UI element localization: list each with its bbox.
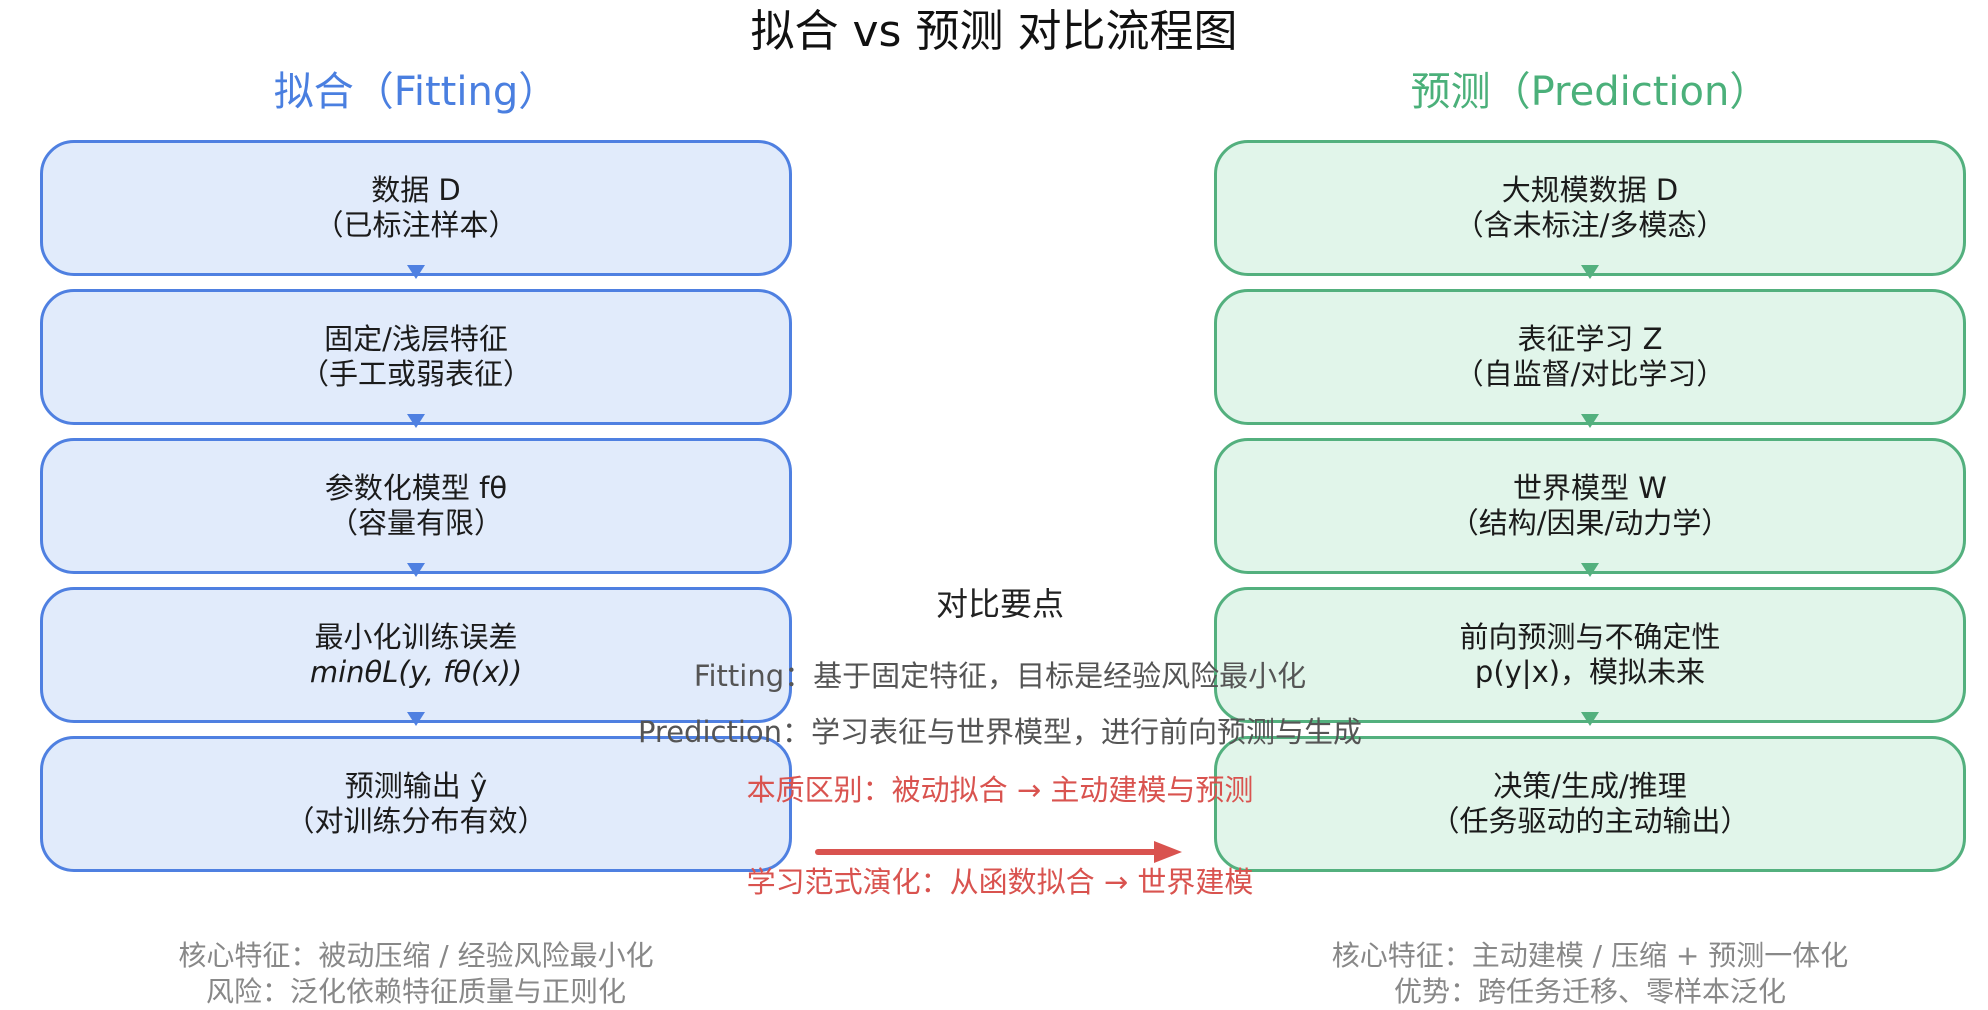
- prediction-core-feature: 核心特征：主动建模 / 压缩 + 预测一体化: [1331, 939, 1849, 972]
- step-title: 固定/浅层特征: [324, 322, 508, 356]
- fitting-arrow-2: [407, 414, 425, 428]
- step-subtitle: （手工或弱表征）: [299, 357, 532, 391]
- prediction-step-world-model: 世界模型 W （结构/因果/动力学）: [1214, 438, 1966, 574]
- step-subtitle: （任务驱动的主动输出）: [1430, 804, 1750, 838]
- step-title: 决策/生成/推理: [1493, 769, 1687, 803]
- step-subtitle: （容量有限）: [328, 506, 503, 540]
- fitting-step-model: 参数化模型 fθ （容量有限）: [40, 438, 792, 574]
- prediction-footer: 核心特征：主动建模 / 压缩 + 预测一体化 优势：跨任务迁移、零样本泛化: [1214, 938, 1966, 1010]
- step-title: 数据 D: [371, 173, 461, 207]
- step-subtitle: （结构/因果/动力学）: [1449, 506, 1731, 540]
- prediction-step-data: 大规模数据 D （含未标注/多模态）: [1214, 140, 1966, 276]
- step-title: 表征学习 Z: [1517, 322, 1663, 356]
- fitting-risk: 风险：泛化依赖特征质量与正则化: [205, 975, 626, 1008]
- prediction-arrow-1: [1581, 265, 1599, 279]
- fitting-core-feature: 核心特征：被动压缩 / 经验风险最小化: [178, 939, 654, 972]
- step-title: 预测输出 ŷ: [344, 769, 488, 803]
- comparison-essential-difference: 本质区别：被动拟合 → 主动建模与预测: [746, 773, 1254, 807]
- page-title: 拟合 vs 预测 对比流程图: [750, 6, 1238, 57]
- prediction-advantage: 优势：跨任务迁移、零样本泛化: [1393, 975, 1786, 1008]
- fitting-arrow-3: [407, 563, 425, 577]
- step-title: 大规模数据 D: [1501, 173, 1679, 207]
- fitting-footer: 核心特征：被动压缩 / 经验风险最小化 风险：泛化依赖特征质量与正则化: [40, 938, 792, 1010]
- step-title: 前向预测与不确定性: [1459, 620, 1721, 654]
- prediction-step-forward: 前向预测与不确定性 p(y|x)，模拟未来: [1214, 587, 1966, 723]
- fitting-heading: 拟合（Fitting）: [273, 69, 559, 115]
- comparison-fitting-point: Fitting：基于固定特征，目标是经验风险最小化: [693, 659, 1307, 693]
- prediction-step-decision: 决策/生成/推理 （任务驱动的主动输出）: [1214, 736, 1966, 872]
- comparison-heading: 对比要点: [935, 585, 1064, 623]
- prediction-step-representation: 表征学习 Z （自监督/对比学习）: [1214, 289, 1966, 425]
- step-subtitle: （含未标注/多模态）: [1454, 208, 1726, 242]
- step-subtitle: （自监督/对比学习）: [1454, 357, 1726, 391]
- step-subtitle: （对训练分布有效）: [285, 804, 547, 838]
- fitting-arrow-4: [407, 712, 425, 726]
- fitting-arrow-1: [407, 265, 425, 279]
- step-formula: minθL(y, fθ(x)): [309, 655, 523, 689]
- paradigm-shift-arrow: [815, 841, 1182, 863]
- step-subtitle: （已标注样本）: [314, 208, 518, 242]
- step-title: 世界模型 W: [1513, 471, 1667, 505]
- prediction-arrow-3: [1581, 563, 1599, 577]
- fitting-step-features: 固定/浅层特征 （手工或弱表征）: [40, 289, 792, 425]
- comparison-prediction-point: Prediction：学习表征与世界模型，进行前向预测与生成: [637, 715, 1363, 749]
- fitting-step-data: 数据 D （已标注样本）: [40, 140, 792, 276]
- prediction-arrow-4: [1581, 712, 1599, 726]
- prediction-heading: 预测（Prediction）: [1410, 69, 1770, 115]
- comparison-paradigm-shift: 学习范式演化：从函数拟合 → 世界建模: [746, 865, 1254, 899]
- step-title: 最小化训练误差: [314, 620, 518, 654]
- prediction-arrow-2: [1581, 414, 1599, 428]
- fitting-step-minimize: 最小化训练误差 minθL(y, fθ(x)): [40, 587, 792, 723]
- step-formula: p(y|x)，模拟未来: [1474, 655, 1706, 689]
- fitting-step-output: 预测输出 ŷ （对训练分布有效）: [40, 736, 792, 872]
- step-title: 参数化模型 fθ: [324, 471, 508, 505]
